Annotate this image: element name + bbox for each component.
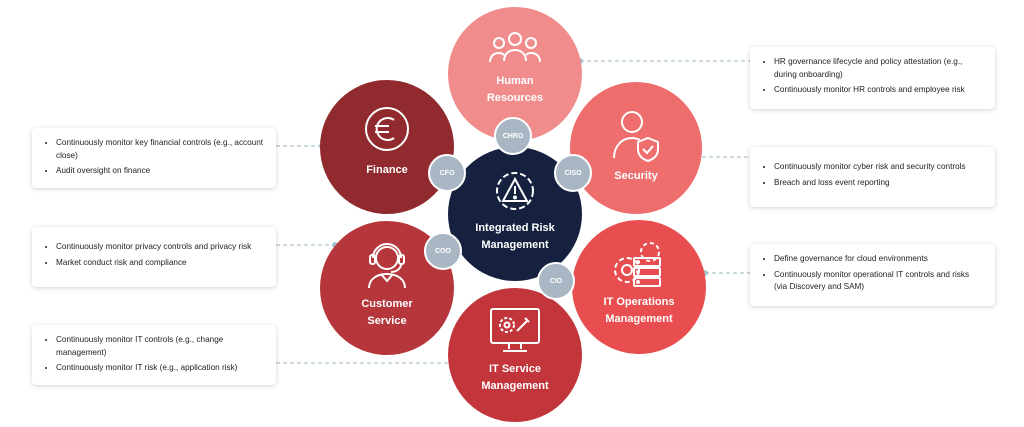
card-customer-service: Continuously monitor privacy controls an… [32,227,276,287]
label-finance: Finance [366,164,408,177]
segment-it-operations[interactable]: IT Operations Management [572,220,706,354]
card-finance: Continuously monitor key financial contr… [32,128,276,188]
badge-ciso: CISO [554,154,592,192]
bullet-finance-1: Continuously monitor key financial contr… [56,137,264,162]
badge-cio: CIO [537,262,575,300]
euro-icon [365,107,409,152]
bullet-itops-2: Continuously monitor operational IT cont… [774,269,983,294]
label-customer-service: Customer Service [361,297,413,327]
segment-security[interactable]: Security [570,82,702,214]
segment-human-resources[interactable]: Human Resources [448,7,582,141]
bullet-itsm-2: Continuously monitor IT risk (e.g., appl… [56,362,264,375]
bullet-customer-1: Continuously monitor privacy controls an… [56,241,264,254]
bullet-itsm-1: Continuously monitor IT controls (e.g., … [56,334,264,359]
segment-it-service[interactable]: IT Service Management [448,288,582,422]
bullet-security-2: Breach and loss event reporting [774,177,983,190]
people-group-icon [489,31,541,63]
bullet-customer-2: Market conduct risk and compliance [56,257,264,270]
segment-finance[interactable]: Finance [320,80,454,214]
headset-agent-icon [368,243,406,289]
bullet-finance-2: Audit oversight on finance [56,165,264,178]
label-security: Security [614,170,658,183]
label-it-operations: IT Operations Management [603,295,675,325]
card-security: Continuously monitor cyber risk and secu… [750,147,995,207]
badge-coo: COO [424,232,462,270]
bullet-hr-2: Continuously monitor HR controls and emp… [774,84,983,97]
bullet-hr-1: HR governance lifecycle and policy attes… [774,56,983,81]
monitor-wrench-icon [490,307,540,352]
card-it-operations: Define governance for cloud environments… [750,244,995,306]
label-human-resources: Human Resources [486,74,544,104]
badge-chro: CHRO [494,117,532,155]
card-human-resources: HR governance lifecycle and policy attes… [750,47,995,109]
bullet-security-1: Continuously monitor cyber risk and secu… [774,161,983,174]
user-shield-icon [613,111,659,163]
card-it-service: Continuously monitor IT controls (e.g., … [32,325,276,385]
gear-alert-icon [496,171,534,210]
server-gear-icon [614,241,661,287]
badge-cfo: CFO [428,154,466,192]
bullet-itops-1: Define governance for cloud environments [774,253,983,266]
center-title: Integrated Risk Management [475,221,555,251]
label-it-service: IT Service Management [481,362,549,392]
